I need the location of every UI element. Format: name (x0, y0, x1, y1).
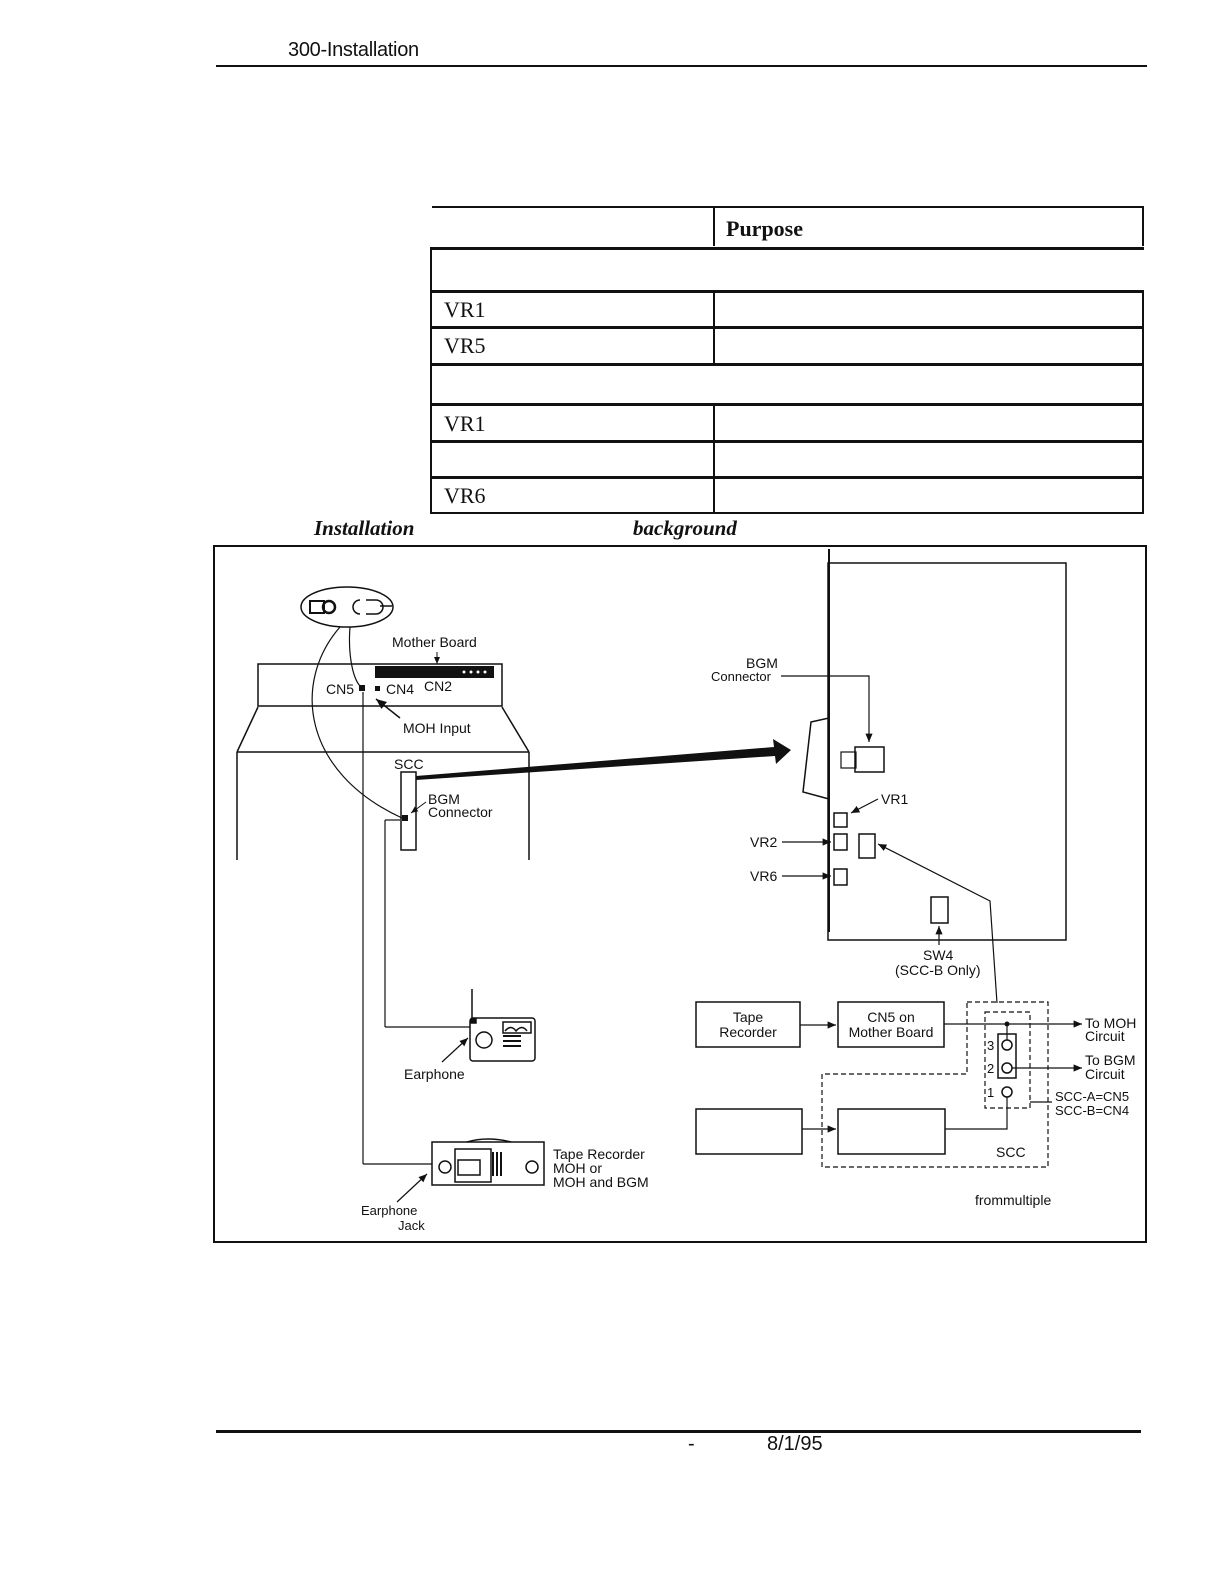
purpose-cell (715, 443, 1142, 477)
footer-date: 8/1/95 (767, 1433, 823, 1455)
table-header-purpose: Purpose (726, 216, 803, 241)
control-cell: VR1 (444, 297, 486, 322)
purpose-cell (715, 406, 1142, 441)
sw4-label: SW4 (923, 947, 954, 963)
control-cell (432, 443, 713, 477)
cn4-port (375, 686, 380, 691)
bgm-connector-port (402, 815, 408, 821)
table-top-rule (432, 206, 1144, 208)
svg-text:CN5 on: CN5 on (867, 1009, 914, 1025)
vr1-label: VR1 (881, 791, 908, 807)
plug-callout (300, 586, 394, 628)
earphone-radio-label: Earphone (404, 1066, 465, 1082)
tape-recorder-icon (431, 1138, 545, 1186)
purpose-cell (715, 479, 1142, 513)
sw4-switch (930, 896, 949, 924)
table-divider (713, 206, 715, 246)
scc-board-outline (827, 562, 1067, 941)
vr6-label: VR6 (750, 868, 777, 884)
mother-board-label: Mother Board (392, 634, 477, 650)
table-group-row (430, 250, 1144, 290)
table-row: VR6 (430, 479, 1144, 513)
figure-caption-installation: Installation (314, 516, 415, 540)
svg-text:Mother Board: Mother Board (849, 1024, 934, 1040)
blank-source-block (695, 1108, 803, 1155)
vr1-pot (833, 812, 848, 828)
section-title: 300-Installation (288, 39, 419, 61)
svg-text:1: 1 (987, 1085, 994, 1100)
svg-text:(SCC-B Only): (SCC-B Only) (895, 962, 981, 978)
header-rule (216, 65, 1147, 67)
cn5-label: CN5 (326, 681, 354, 697)
vr2-pot (833, 833, 848, 851)
footer-separator: - (688, 1433, 695, 1455)
control-cell: VR6 (444, 483, 486, 508)
svg-text:Connector: Connector (428, 804, 493, 820)
scc-label: SCC (394, 756, 424, 772)
jumper-block (858, 833, 876, 859)
svg-text:Circuit: Circuit (1085, 1066, 1125, 1082)
svg-text:Tape: Tape (733, 1009, 764, 1025)
board-bgm-connector-label: BGM (746, 655, 778, 671)
moh-input-label: MOH Input (403, 720, 471, 736)
bgm-connector-label: BGM (428, 791, 460, 807)
cn2-label: CN2 (424, 678, 452, 694)
from-multiple-text: frommultiple (975, 1192, 1051, 1208)
installation-diagram: Mother Board CN5 CN4 CN2 MOH Input SCC B… (236, 549, 1136, 1233)
table-row (430, 443, 1144, 477)
purpose-cell (715, 329, 1142, 363)
scc-block-label: SCC (996, 1144, 1026, 1160)
svg-text:Circuit: Circuit (1085, 1028, 1125, 1044)
bgm-cable (311, 626, 403, 819)
cn4-label: CN4 (386, 681, 414, 697)
svg-text:3: 3 (987, 1038, 994, 1053)
pin-1 (1001, 1086, 1013, 1098)
board-edge-connector (802, 717, 830, 800)
pin-3 (1001, 1039, 1013, 1051)
svg-text:2: 2 (987, 1061, 994, 1076)
earphone-jack-label: Earphone (361, 1203, 417, 1218)
zoom-arrow (416, 739, 791, 780)
pin-2 (1001, 1062, 1013, 1074)
blank-scc-block (837, 1108, 946, 1155)
svg-text:MOH and BGM: MOH and BGM (553, 1174, 649, 1190)
table-group-row (430, 366, 1144, 404)
radio-icon (469, 989, 536, 1062)
installation-figure: Mother Board CN5 CN4 CN2 MOH Input SCC B… (213, 545, 1147, 1243)
svg-text:MOH or: MOH or (553, 1160, 602, 1176)
purpose-cell (715, 293, 1142, 327)
control-cell: VR1 (444, 410, 486, 436)
scc-a-label: SCC-A=CN5 (1055, 1089, 1129, 1104)
svg-text:Jack: Jack (398, 1218, 425, 1233)
cn2-connector (375, 666, 494, 678)
svg-text:Connector: Connector (711, 669, 772, 684)
vr2-label: VR2 (750, 834, 777, 850)
control-cell: VR5 (444, 333, 486, 358)
scc-b-label: SCC-B=CN4 (1055, 1103, 1129, 1118)
tape-recorder-label: Tape Recorder (553, 1146, 645, 1162)
moh-cable (348, 626, 361, 687)
bgm-connector-block (854, 746, 885, 773)
svg-text:Recorder: Recorder (719, 1024, 777, 1040)
to-moh-label: To MOH (1085, 1015, 1136, 1031)
figure-caption-background: background (633, 516, 737, 540)
table-row: VR1 (430, 406, 1144, 441)
table-row: VR1 (430, 293, 1144, 327)
scc-boundary (821, 1001, 1049, 1168)
table-row: VR5 (430, 329, 1144, 363)
cn5-port (359, 685, 365, 691)
cabinet-outline (236, 663, 530, 860)
vr6-pot (833, 868, 848, 886)
footer-rule (216, 1430, 1141, 1433)
to-bgm-label: To BGM (1085, 1052, 1136, 1068)
